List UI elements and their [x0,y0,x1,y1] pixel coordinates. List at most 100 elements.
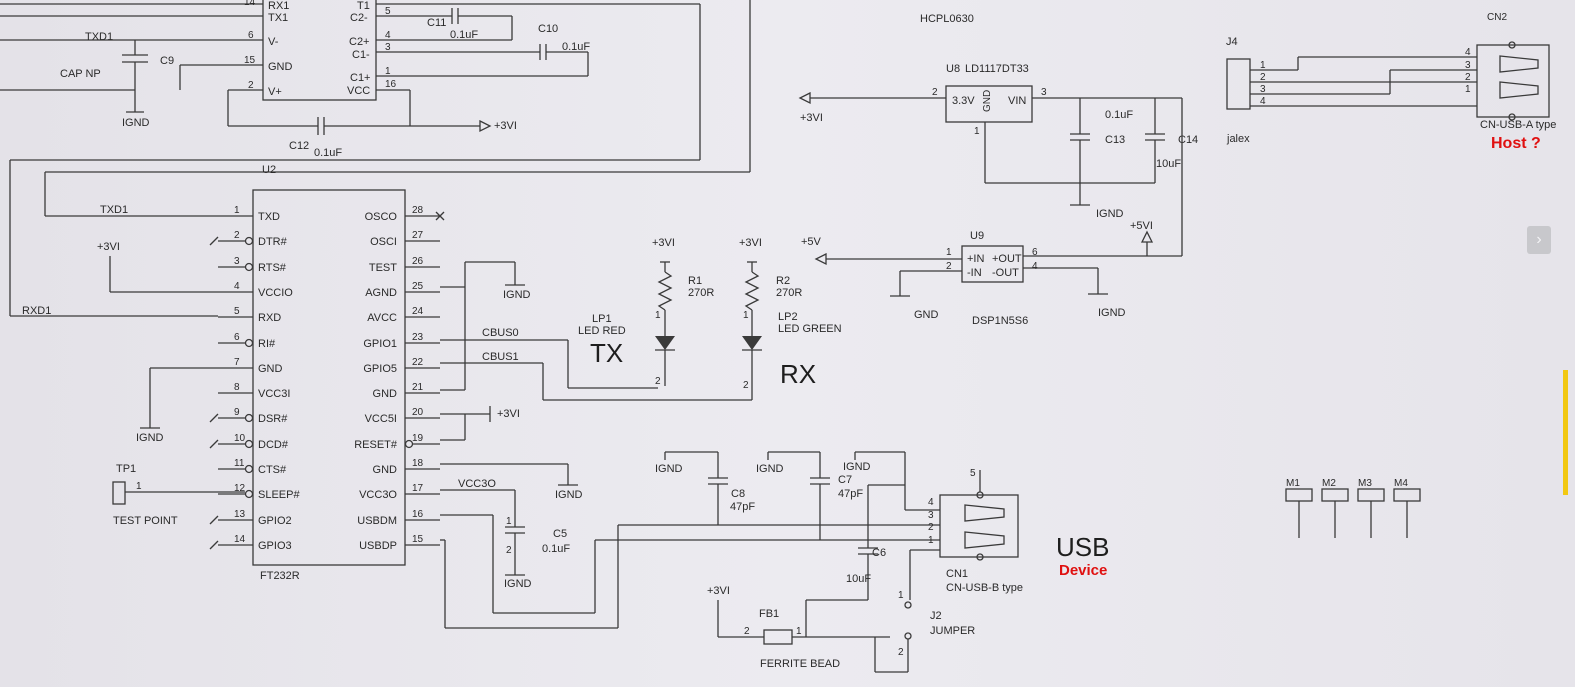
svg-text:HCPL0630: HCPL0630 [920,13,974,25]
svg-text:IGND: IGND [1098,307,1126,319]
svg-text:2: 2 [744,626,750,637]
svg-text:0.1uF: 0.1uF [314,147,342,159]
pin-label: VCCIO [258,287,293,299]
svg-text:C14: C14 [1178,134,1198,146]
svg-text:4: 4 [1465,47,1471,58]
svg-text:3: 3 [1465,60,1471,71]
svg-text:VCC3O: VCC3O [458,478,496,490]
svg-text:4: 4 [928,497,934,508]
pin-label: GND [373,388,398,400]
svg-text:-IN: -IN [967,267,982,279]
pin-label: DTR# [258,236,288,248]
pin-number: 24 [412,306,424,317]
svg-text:2: 2 [506,545,512,556]
svg-text:IGND: IGND [503,289,531,301]
mount-label: M2 [1322,478,1336,489]
pin-label: GND [373,464,398,476]
svg-text:U8: U8 [946,63,960,75]
svg-text:CN1: CN1 [946,568,968,580]
svg-text:C2-: C2- [350,12,368,24]
pin-label: RI# [258,338,276,350]
pin-number: 2 [234,230,240,241]
svg-text:FB1: FB1 [759,608,779,620]
chevron-right-icon: › [1536,231,1542,248]
ft232r-pin-ri: 6RI# [218,332,276,350]
mount-label: M4 [1394,478,1408,489]
svg-text:J2: J2 [930,610,942,622]
svg-text:1: 1 [506,516,512,527]
pin-number: 10 [234,433,246,444]
pin-label: CTS# [258,464,287,476]
svg-text:LED RED: LED RED [578,325,626,337]
svg-text:+3VI: +3VI [800,112,823,124]
ferrite-bead-body [763,629,793,645]
cn2-body [1476,44,1550,118]
svg-text:C7: C7 [838,474,852,486]
pin-number: 14 [234,534,246,545]
pin-number: 20 [412,407,424,418]
u8-body [945,85,1033,123]
svg-text:U9: U9 [970,230,984,242]
svg-text:GND: GND [268,61,293,73]
svg-text:+5VI: +5VI [1130,220,1153,232]
svg-text:GND: GND [982,90,993,112]
svg-text:+3VI: +3VI [497,408,520,420]
ft232r-chip: U2 FT232R 1TXD2DTR#3RTS#4VCCIO5RXD6RI#7G… [209,164,445,582]
svg-text:TP1: TP1 [116,463,136,475]
pin-number: 8 [234,382,240,393]
svg-text:RX1: RX1 [268,0,289,12]
svg-text:16: 16 [385,79,397,90]
svg-text:C5: C5 [553,528,567,540]
svg-text:-OUT: -OUT [992,267,1019,279]
svg-text:3: 3 [1260,84,1266,95]
svg-text:3: 3 [928,510,934,521]
svg-text:FERRITE BEAD: FERRITE BEAD [760,658,840,670]
next-page-button[interactable]: › [1527,226,1551,254]
svg-text:+3VI: +3VI [652,237,675,249]
svg-text:1: 1 [796,626,802,637]
svg-text:1: 1 [946,247,952,258]
pin-number: 25 [412,281,424,292]
usb-filter-caps: IGND C8 47pF IGND C7 47pF IGND C6 10uF [655,451,940,600]
pin-number: 19 [412,433,424,444]
svg-text:Host ?: Host ? [1491,135,1541,152]
svg-text:C1-: C1- [352,49,370,61]
scroll-highlight-bar [1563,370,1568,495]
svg-text:T1: T1 [357,0,370,12]
pin-label: GPIO5 [363,363,397,375]
cn1-usb-b: 5 4 3 2 1 CN1 CN-USB-B type USB Device [928,468,1109,594]
svg-text:C1+: C1+ [350,72,371,84]
svg-text:JUMPER: JUMPER [930,625,975,637]
svg-text:FT232R: FT232R [260,570,300,582]
svg-text:USB: USB [1056,532,1109,562]
pin-number: 12 [234,483,246,494]
pin-label: AVCC [367,312,397,324]
svg-text:5: 5 [970,468,976,479]
pin-number: 21 [412,382,424,393]
mount-hole-m2: M2 [1321,478,1349,538]
svg-text:4: 4 [385,30,391,41]
svg-text:4: 4 [1032,261,1038,272]
svg-text:+3VI: +3VI [494,120,517,132]
mount-hole-m1: M1 [1285,478,1313,538]
svg-text:15: 15 [244,55,256,66]
svg-text:TXD1: TXD1 [100,204,128,216]
jumper-j2: J2 JUMPER 1 2 [874,590,975,673]
svg-text:J4: J4 [1226,36,1238,48]
svg-text:+OUT: +OUT [992,253,1022,265]
svg-text:1: 1 [743,310,749,321]
svg-text:+3VI: +3VI [97,241,120,253]
svg-text:2: 2 [946,261,952,272]
